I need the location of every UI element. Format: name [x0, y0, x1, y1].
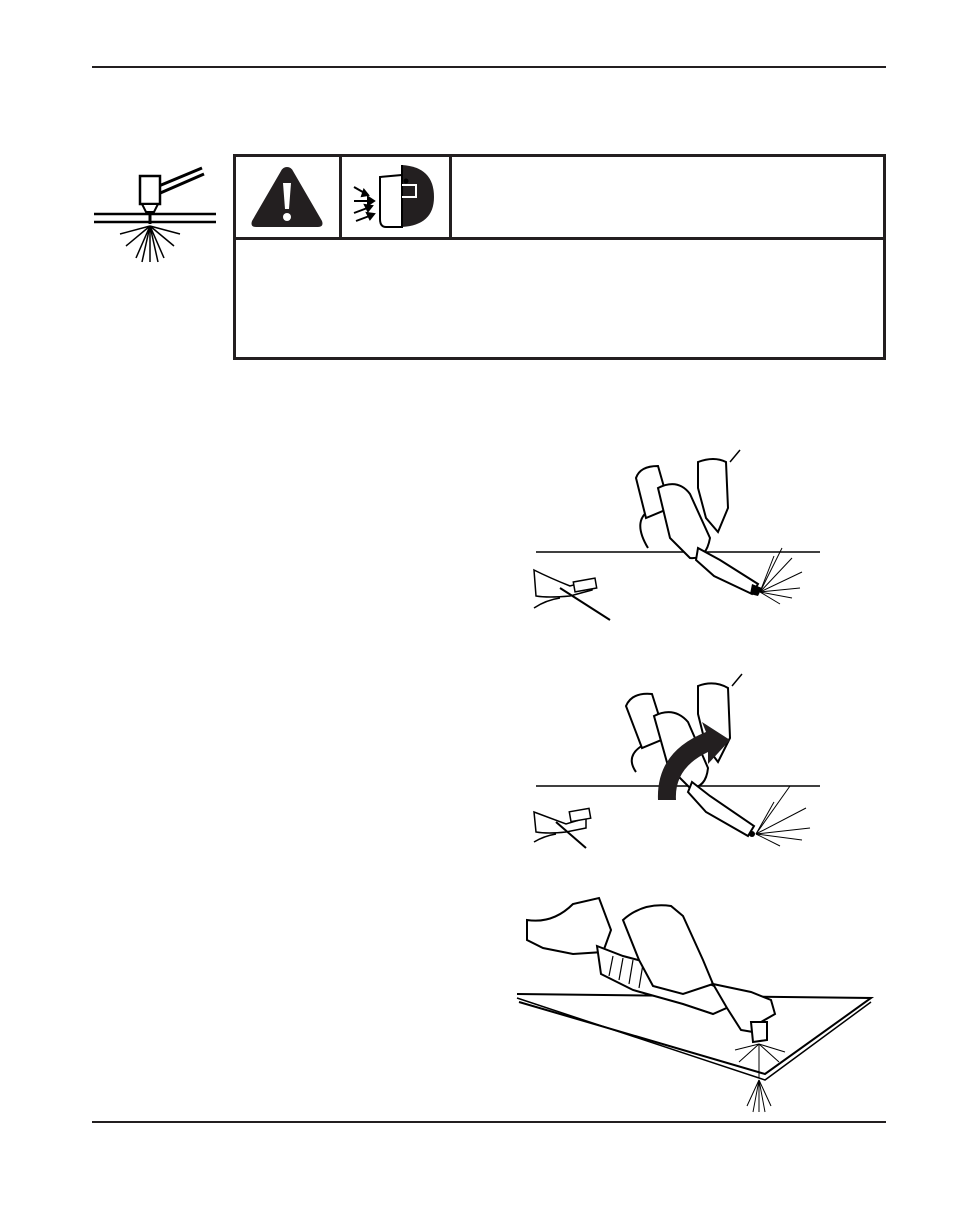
warning-header [236, 157, 883, 240]
hazard-symbol-cell [236, 157, 342, 237]
warning-title [452, 157, 883, 237]
work-clamp-icon [533, 568, 611, 621]
header-rule [92, 66, 886, 68]
torch-piercing-at-edge-figure [513, 890, 878, 1115]
warning-box [233, 154, 886, 360]
footer-rule [92, 1121, 886, 1123]
plasma-arc-torch-icon [92, 162, 218, 266]
warning-text [236, 240, 883, 357]
work-clamp-icon [533, 807, 592, 849]
torch-tilted-start-figure [530, 448, 830, 628]
torch-rotate-to-vertical-figure [530, 672, 830, 854]
warning-triangle-icon [251, 167, 323, 227]
face-shield-icon [353, 165, 434, 228]
rotation-arrow-icon [657, 722, 730, 800]
face-shield-cell [342, 157, 452, 237]
